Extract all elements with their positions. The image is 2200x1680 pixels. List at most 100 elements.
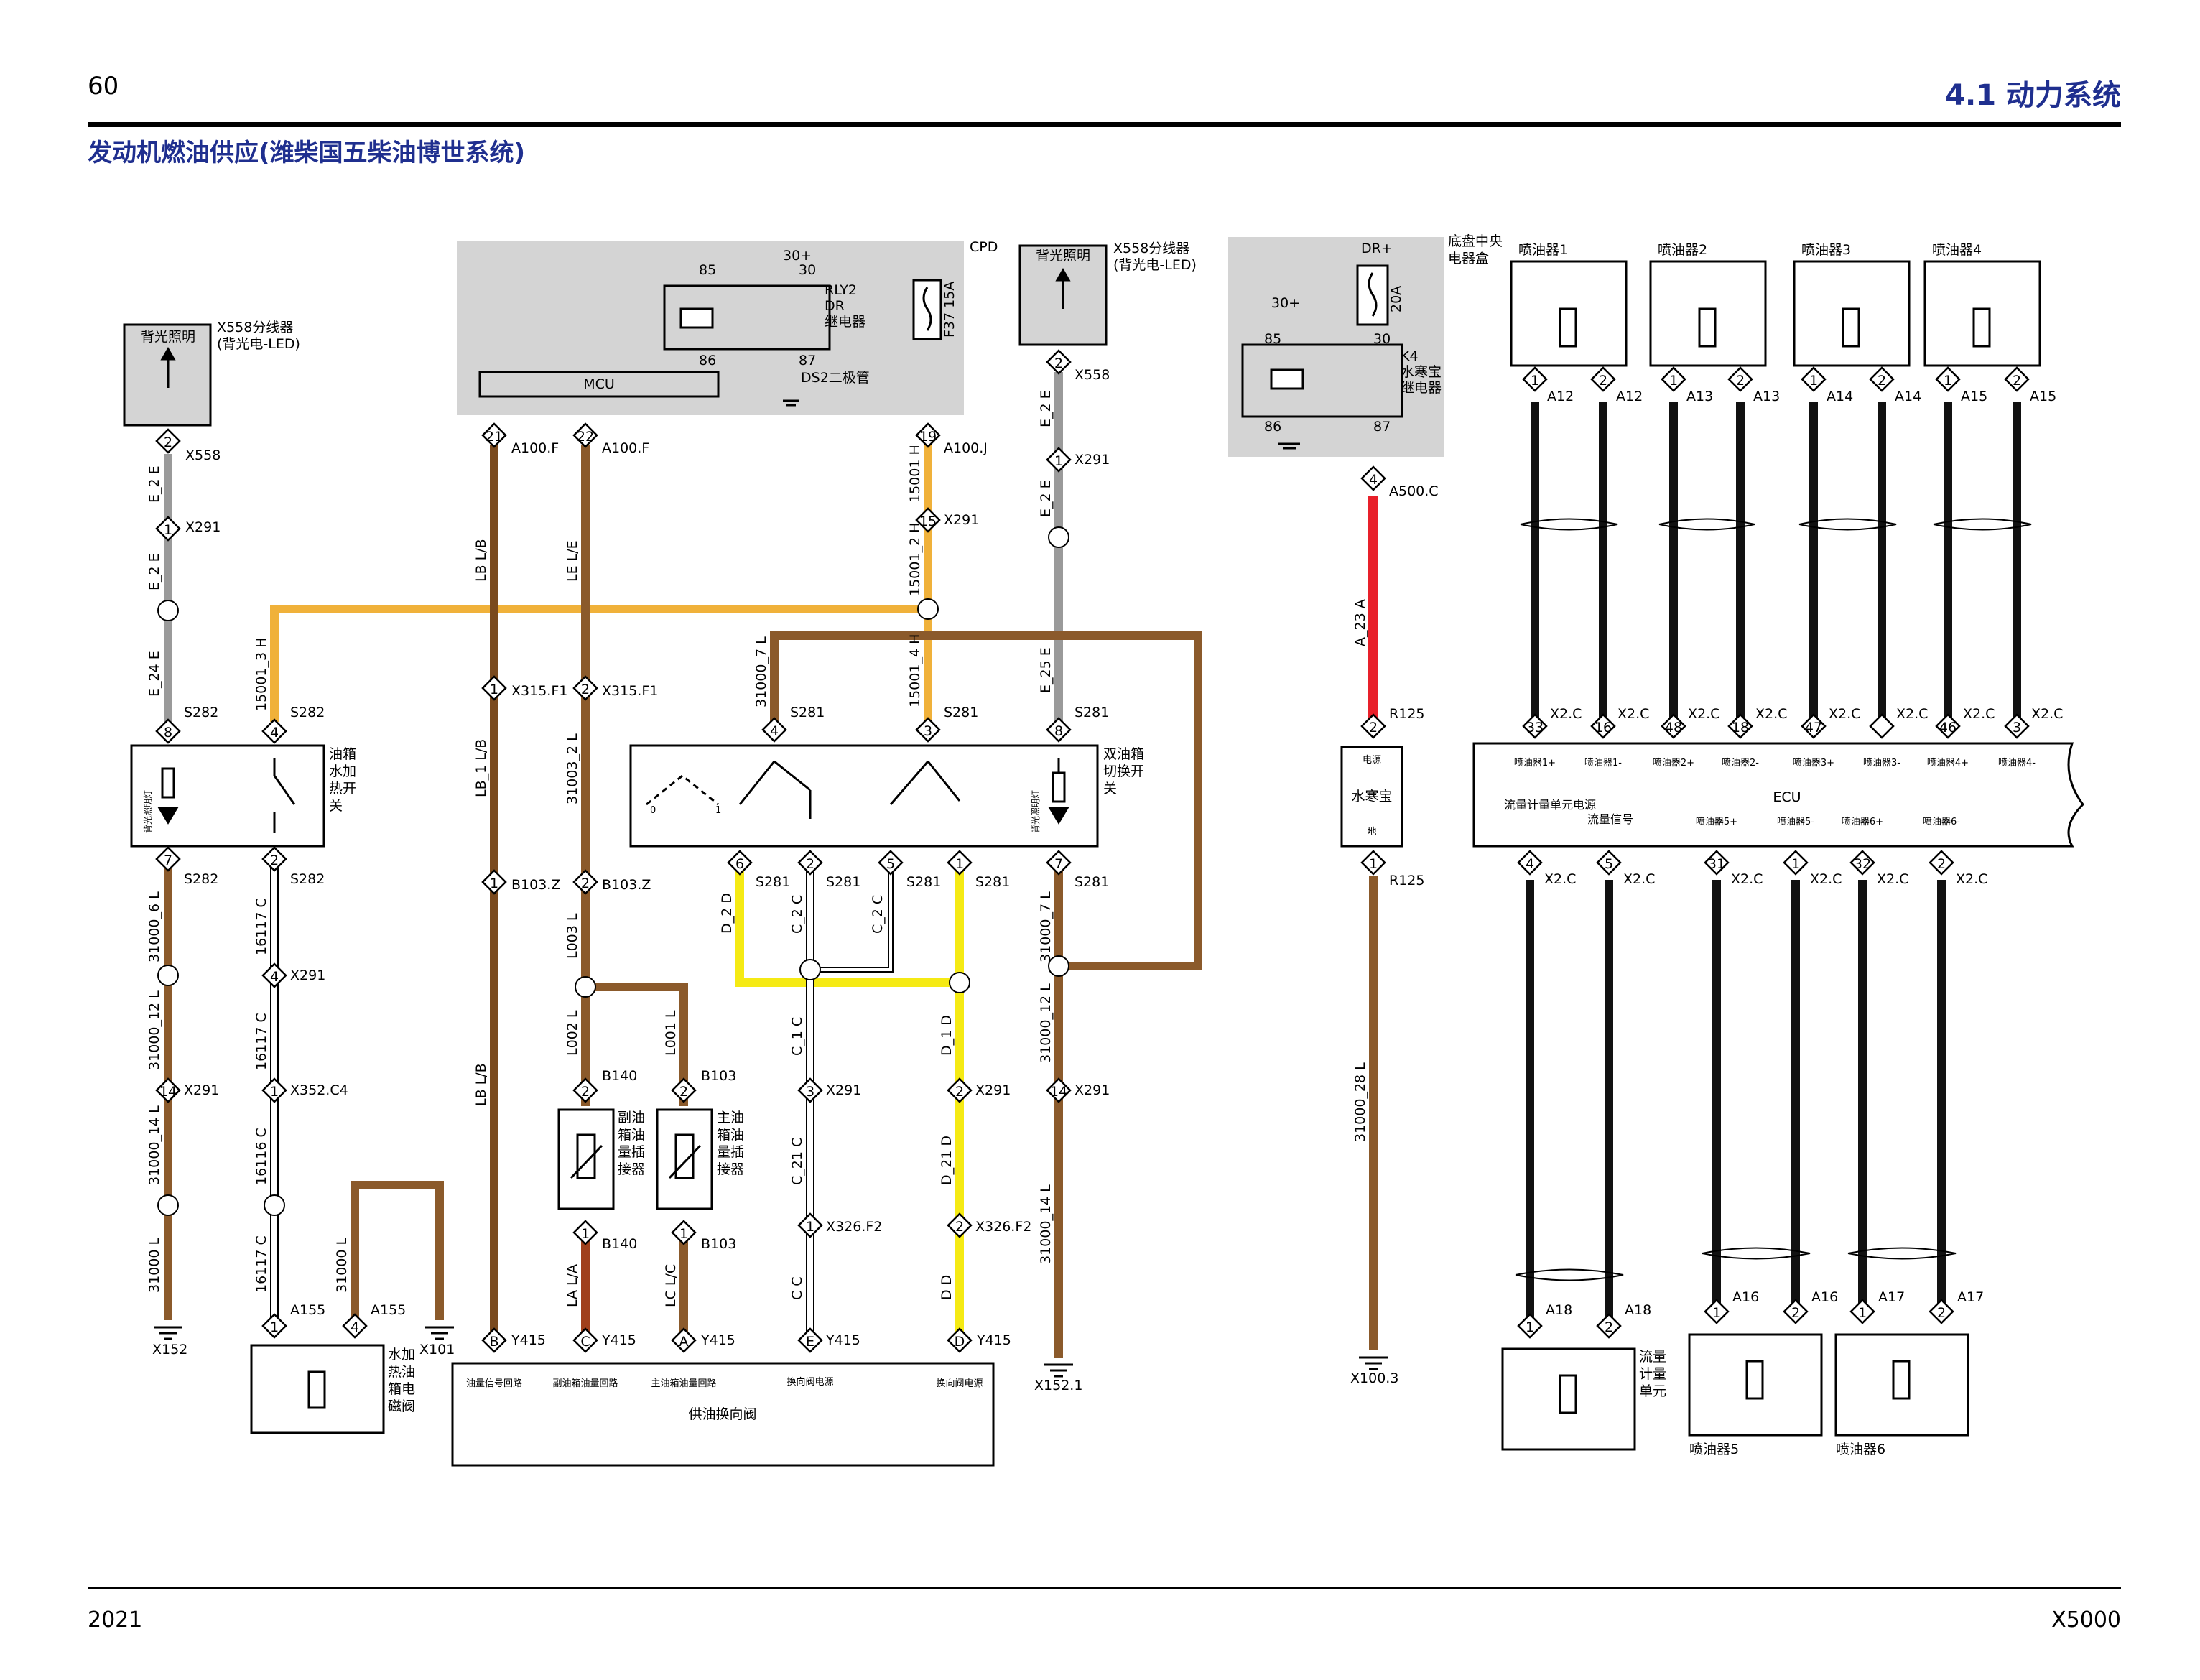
connector-label: S281 — [975, 874, 1010, 890]
backlight-label: 背光照明 — [1036, 248, 1090, 264]
pin-label: 2 — [1878, 373, 1886, 389]
pin-label: 1 — [1531, 373, 1539, 389]
page-title: 发动机燃油供应(潍柴国五柴油博世系统) — [88, 139, 526, 167]
pin-label: 4 — [770, 723, 779, 739]
wire-code: 31000_12 L — [1038, 983, 1054, 1063]
wire-code: 16117 C — [254, 1235, 269, 1293]
wire-code: C C — [789, 1276, 805, 1300]
pin-label: 46 — [1939, 720, 1957, 735]
pin-label: 21 — [486, 429, 503, 445]
connector-label: X315.F1 — [602, 683, 658, 699]
connector-label: X291 — [185, 519, 221, 535]
connector-label: X291 — [1075, 1082, 1110, 1098]
wire-code: A_23 A — [1352, 599, 1368, 646]
splice — [575, 976, 596, 998]
v30-label: 30+ — [1271, 295, 1300, 311]
dual-switch-label: 切换开 — [1103, 764, 1144, 779]
ecu-pin-label: 喷油器6- — [1923, 817, 1960, 827]
connector-label: A15 — [2030, 389, 2056, 404]
pin-label: 19 — [919, 429, 937, 445]
flow-unit-label: 计量 — [1639, 1366, 1666, 1382]
ecu-box — [1472, 742, 2084, 848]
solenoid-label: 箱电 — [388, 1381, 415, 1397]
connector-label: A155 — [290, 1302, 325, 1318]
wire-code: 31000_7 L — [753, 636, 769, 707]
connector-label: S281 — [1075, 705, 1109, 720]
valve-pin-label: 换向阀电源 — [936, 1378, 983, 1389]
connector-label: A100.J — [944, 440, 988, 456]
connector-label: S282 — [184, 871, 218, 887]
connector-label: X291 — [944, 512, 979, 528]
connector-label: A15 — [1961, 389, 1987, 404]
pin-label: 1 — [581, 1226, 590, 1242]
pin-label: 2 — [1937, 1305, 1946, 1321]
dr-plus-label: DR+ — [1361, 241, 1393, 256]
dual-tank-switch — [629, 744, 1099, 848]
pin-label: 1 — [1791, 856, 1800, 872]
wire-code: C_2 C — [789, 895, 805, 934]
ecu-pin-label: 喷油器5+ — [1696, 817, 1737, 827]
pin-label: 2 — [2013, 373, 2021, 389]
ds2-label: DS2二极管 — [801, 370, 870, 386]
connector-label: B140 — [602, 1236, 637, 1252]
pin-label: A — [679, 1334, 689, 1350]
injector-label: 喷油器6 — [1836, 1442, 1885, 1457]
supply-valve-box — [451, 1362, 995, 1467]
wire-code: LB_1 L/B — [473, 739, 489, 797]
connector-label: Y415 — [511, 1332, 546, 1348]
wire-code: D_1 D — [939, 1015, 955, 1056]
wire-code: E_2 E — [1038, 390, 1054, 427]
wire-d2d — [735, 862, 960, 987]
backlight-small: 背光照明灯 — [143, 790, 153, 833]
connector-label: X2.C — [1617, 706, 1649, 722]
pin-label: 1 — [1944, 373, 1952, 389]
injector-6-box — [1834, 1333, 1969, 1437]
injector-wires-top — [1531, 402, 2021, 718]
pin-label: 1 — [490, 876, 498, 891]
wire-code: E_2 E — [1038, 480, 1054, 517]
connector-label: B103 — [701, 1236, 736, 1252]
injector-label: 喷油器3 — [1801, 242, 1851, 258]
pin-label: 2 — [1791, 1305, 1800, 1321]
tank-switch-label: 热开 — [329, 781, 356, 797]
flow-unit-label: 单元 — [1639, 1383, 1666, 1399]
wire-code: C_21 C — [789, 1138, 805, 1185]
injector-label: 喷油器2 — [1658, 242, 1707, 258]
connector-label: B140 — [602, 1068, 637, 1084]
ecu-pin-label: 喷油器4- — [1998, 758, 2036, 769]
wire-code: LE L/E — [565, 540, 580, 582]
wire-code: 31000_14 L — [147, 1105, 162, 1185]
footer-year: 2021 — [88, 1607, 143, 1633]
tank-heater-switch — [130, 744, 325, 848]
wire-code: E_2 E — [147, 553, 162, 590]
connector-label: X315.F1 — [511, 683, 567, 699]
wire-code: D_21 D — [939, 1136, 955, 1185]
connector-label: S282 — [290, 871, 325, 887]
pin-label: 2 — [581, 1084, 590, 1100]
splice — [917, 598, 939, 620]
wire-code: 31000 L — [147, 1238, 162, 1293]
pin-label: 5 — [886, 856, 895, 872]
tank-switch-label: 关 — [329, 798, 343, 814]
splice — [1048, 526, 1069, 548]
sub-sensor-label: 量插 — [618, 1144, 645, 1160]
pin-label: 1 — [955, 856, 964, 872]
fuse-label: 20A — [1388, 286, 1404, 312]
tank-switch-label: 水加 — [329, 764, 356, 779]
solenoid-valve — [250, 1344, 385, 1434]
sub-sensor-label: 副油 — [618, 1110, 645, 1126]
ecu-pin-label: 喷油器3+ — [1793, 758, 1834, 769]
pin-label: 1 — [1712, 1305, 1721, 1321]
pin-label: C — [580, 1334, 590, 1350]
ecu-pin-label: 喷油器2- — [1722, 758, 1759, 769]
pin-label: 2 — [679, 1084, 688, 1100]
connector-label: X326.F2 — [975, 1219, 1031, 1235]
connector-label: B103.Z — [511, 877, 560, 893]
wire-code: 31000_6 L — [147, 891, 162, 962]
connector-label: Y415 — [700, 1332, 735, 1348]
pin-label: 3 — [924, 723, 932, 739]
connector-label: A18 — [1546, 1302, 1572, 1318]
main-sensor-label: 主油 — [717, 1110, 744, 1126]
pin-label: 2 — [581, 682, 590, 697]
rly2-relay — [663, 284, 831, 351]
